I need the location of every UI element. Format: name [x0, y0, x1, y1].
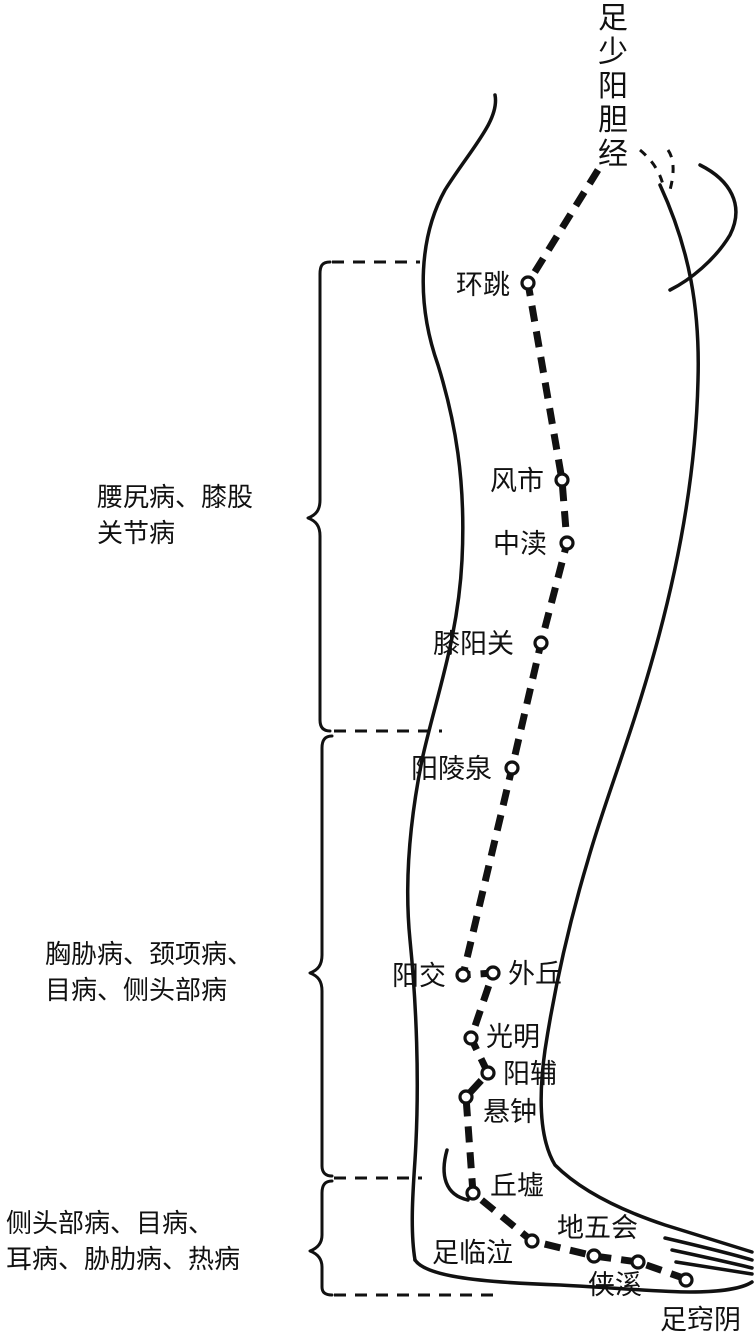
point-label-yanglingquan: 阳陵泉 [411, 754, 492, 785]
ankle-contour [442, 1148, 470, 1202]
meridian-title-char: 少 [598, 35, 628, 70]
bracket-middle [308, 734, 334, 1178]
meridian-title-char: 足 [598, 1, 628, 36]
group-middle-line2: 目病、侧头部病 [45, 976, 227, 1006]
group-middle-line1: 胸胁病、颈项病、 [45, 940, 253, 970]
bracket-lower [308, 1179, 334, 1297]
meridian-title-char: 阳 [598, 69, 628, 104]
point-marker-diwuhui[interactable] [586, 1248, 602, 1264]
point-label-xiaxi: 侠溪 [588, 1270, 642, 1301]
toe-line-2 [670, 1248, 754, 1270]
point-marker-waiqiu[interactable] [485, 965, 501, 981]
point-label-huantiao: 环跳 [456, 270, 510, 301]
point-marker-qiuxu[interactable] [465, 1185, 481, 1201]
meridian-title-char: 经 [598, 137, 628, 172]
point-label-zhongdu: 中渎 [493, 529, 547, 560]
toe-line-1 [663, 1236, 754, 1262]
acupoint-labels: 环跳 风市 中渎 膝阳关 阳陵泉 阳交 外丘 光明 阳辅 悬钟 丘墟 足临泣 地… [392, 270, 741, 1336]
point-label-fengshi: 风市 [490, 466, 544, 497]
point-marker-zuqiaoyin[interactable] [678, 1272, 694, 1288]
group-brackets [306, 260, 334, 1297]
point-marker-yanglingquan[interactable] [504, 760, 520, 776]
bracket-upper [306, 260, 332, 733]
point-label-waiqiu: 外丘 [508, 959, 562, 990]
point-marker-yangfu[interactable] [480, 1065, 496, 1081]
group-labels: 腰尻病、膝股 关节病 胸胁病、颈项病、 目病、侧头部病 侧头部病、目病、 耳病、… [6, 483, 253, 1275]
leg-front-contour [539, 183, 754, 1254]
point-label-zuqiaoyin: 足窍阴 [660, 1305, 741, 1336]
point-label-guangming: 光明 [486, 1022, 540, 1053]
point-label-xuanzhong: 悬钟 [483, 1097, 537, 1128]
point-label-xiyangguan: 膝阳关 [433, 629, 514, 660]
bracket-connectors [332, 260, 500, 1297]
group-upper-line1: 腰尻病、膝股 [97, 483, 253, 513]
point-marker-fengshi[interactable] [554, 472, 570, 488]
torso-dashed-edge [639, 148, 675, 191]
point-marker-xiaxi[interactable] [630, 1254, 646, 1270]
point-label-diwuhui: 地五会 [557, 1213, 638, 1244]
point-label-yangjiao: 阳交 [392, 961, 446, 992]
group-upper-line2: 关节病 [97, 519, 175, 549]
point-label-qiuxu: 丘墟 [490, 1171, 544, 1202]
leg-back-contour [405, 93, 498, 1262]
foot-sole-contour [413, 1258, 754, 1294]
group-lower-line1: 侧头部病、目病、 [6, 1209, 214, 1239]
toe-line-3 [674, 1260, 754, 1276]
meridian-title: 足 少 阳 胆 经 [598, 1, 628, 172]
point-label-zulinqi: 足临泣 [432, 1238, 513, 1269]
leg-outline [405, 93, 754, 1294]
point-marker-xuanzhong[interactable] [458, 1089, 474, 1105]
acupoint-markers [455, 275, 694, 1288]
point-marker-guangming[interactable] [463, 1030, 479, 1046]
group-lower-line2: 耳病、胁肋病、热病 [6, 1245, 240, 1275]
point-marker-huantiao[interactable] [520, 275, 536, 291]
point-marker-yangjiao[interactable] [455, 967, 471, 983]
point-marker-zhongdu[interactable] [559, 535, 575, 551]
point-marker-zulinqi[interactable] [524, 1233, 540, 1249]
point-marker-xiyangguan[interactable] [533, 635, 549, 651]
meridian-title-char: 胆 [598, 103, 628, 138]
point-label-yangfu: 阳辅 [503, 1059, 557, 1090]
hip-contour [668, 163, 738, 292]
